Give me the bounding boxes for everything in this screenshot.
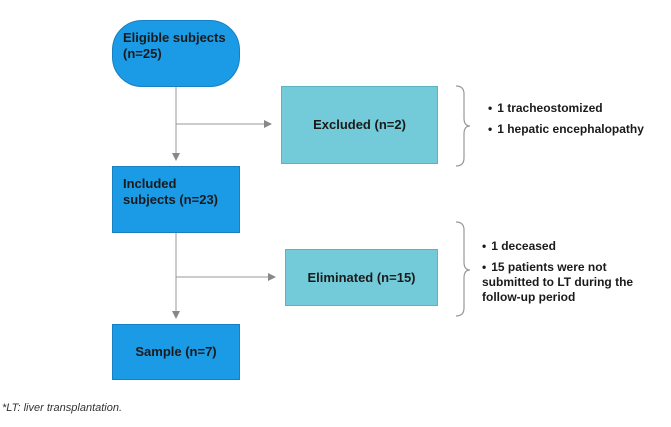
eliminated-reason-item: •1 deceased [482, 239, 556, 253]
eligible-subjects-line1: Eligible subjects [123, 30, 226, 45]
included-subjects-line1: Included [123, 176, 177, 191]
sample-node: Sample (n=7) [112, 324, 240, 380]
excluded-reasons-list: •1 tracheostomized •1 hepatic encephalop… [488, 101, 644, 143]
eligible-subjects-node: Eligible subjects (n=25) [112, 20, 240, 87]
eliminated-reasons-list: •1 deceased •15 patients were not submit… [482, 239, 662, 305]
included-subjects-line2: subjects (n=23) [123, 192, 219, 207]
eliminated-reason-item: •15 patients were not submitted to LT du… [482, 260, 634, 304]
excluded-reason-item: •1 tracheostomized [488, 101, 603, 115]
sample-label: Sample (n=7) [135, 344, 217, 359]
eliminated-label: Eliminated (n=15) [307, 269, 416, 285]
footnote: *LT: liver transplantation. [2, 402, 123, 414]
included-subjects-node: Included subjects (n=23) [112, 166, 240, 233]
excluded-node: Excluded (n=2) [281, 86, 438, 164]
eligible-subjects-line2: (n=25) [123, 46, 162, 61]
eliminated-node: Eliminated (n=15) [285, 249, 438, 306]
excluded-label: Excluded (n=2) [313, 117, 406, 132]
bracket-excluded [455, 85, 471, 167]
bracket-eliminated [455, 221, 471, 317]
excluded-reason-item: •1 hepatic encephalopathy [488, 122, 644, 136]
